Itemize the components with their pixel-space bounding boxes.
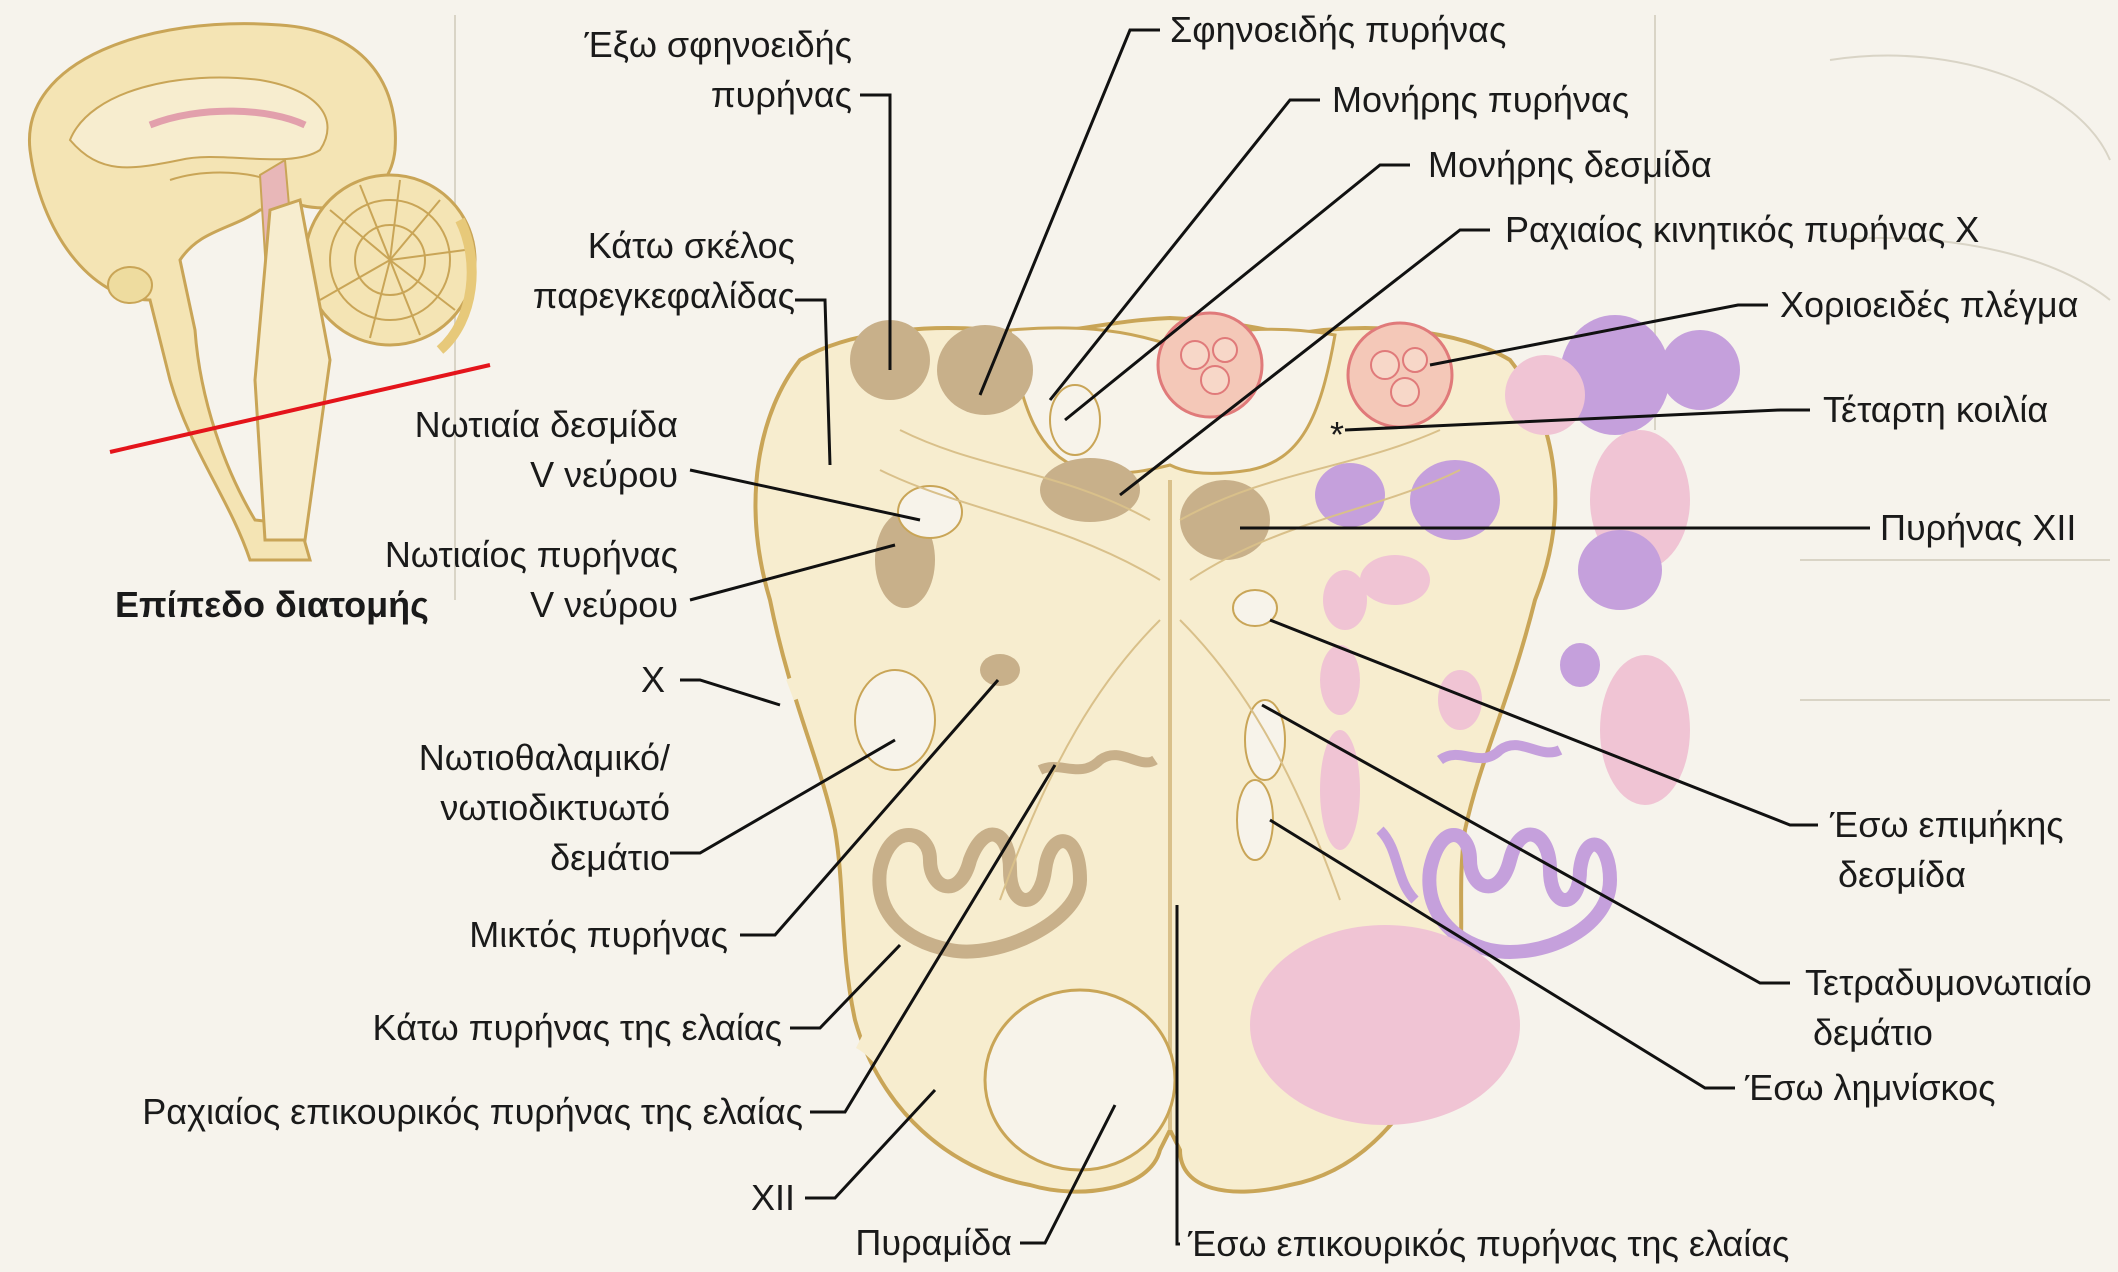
hypoglossal-nucleus: [1180, 480, 1270, 560]
label-choroid-plexus: Χοριοειδές πλέγμα: [1780, 284, 2078, 325]
label-inferior-olive: Κάτω πυρήνας της ελαίας: [373, 1007, 782, 1048]
label-dorsal-motor-nucleus: Ραχιαίος κινητικός πυρήνας X: [1505, 209, 1979, 250]
label-spinal-tract-v-2: V νεύρου: [530, 454, 678, 495]
label-medial-lemniscus: Έσω λημνίσκος: [1744, 1067, 1995, 1108]
inset-caption: Επίπεδο διατομής: [115, 584, 429, 625]
label-medial-accessory-olive: Έσω επικουρικός πυρήνας της ελαίας: [1187, 1223, 1789, 1264]
label-lateral-cuneate-2: πυρήνας: [711, 74, 852, 115]
label-solitary-nucleus: Μονήρης πυρήνας: [1332, 79, 1629, 120]
label-fourth-ventricle: Τέταρτη κοιλία: [1823, 389, 2048, 430]
label-mlf-1: Έσω επιμήκης: [1829, 804, 2064, 845]
label-spinal-nucleus-v-2: V νεύρου: [530, 584, 678, 625]
label-hypoglossal-nucleus: Πυρήνας XII: [1880, 507, 2076, 548]
label-vagus-nerve: X: [641, 659, 665, 700]
label-cuneate-nucleus: Σφηνοειδής πυρήνας: [1170, 9, 1506, 50]
cuneate-nucleus: [937, 325, 1033, 415]
label-spinothalamic-1: Νωτιοθαλαμικό/: [419, 737, 670, 778]
label-solitary-tract: Μονήρης δεσμίδα: [1428, 144, 1712, 185]
nucleus-ambiguus: [980, 654, 1020, 686]
solitary-tract: [1050, 385, 1100, 455]
label-pyramid: Πυραμίδα: [855, 1222, 1012, 1263]
label-tectospinal-2: δεμάτιο: [1813, 1012, 1933, 1053]
label-mlf-2: δεσμίδα: [1838, 854, 1966, 895]
label-inferior-cerebellar-peduncle-2: παρεγκεφαλίδας: [533, 275, 795, 316]
label-spinal-nucleus-v-1: Νωτιαίος πυρήνας: [385, 534, 678, 575]
label-tectospinal-1: Τετραδυμονωτιαίο: [1805, 962, 2092, 1003]
pyramid-left: [985, 990, 1175, 1170]
label-dorsal-accessory-olive: Ραχιαίος επικουρικός πυρήνας της ελαίας: [142, 1091, 803, 1132]
label-lateral-cuneate-1: Έξω σφηνοειδής: [583, 24, 852, 65]
spinal-trigeminal-tract: [898, 486, 962, 538]
pyramid-right: [1250, 925, 1520, 1125]
label-inferior-cerebellar-peduncle-1: Κάτω σκέλος: [588, 225, 795, 266]
sagittal-brain-inset: [29, 24, 490, 560]
label-nucleus-ambiguus: Μικτός πυρήνας: [469, 914, 728, 955]
label-spinal-tract-v-1: Νωτιαία δεσμίδα: [415, 404, 678, 445]
label-spinothalamic-2: νωτιοδικτυωτό: [440, 787, 670, 828]
label-hypoglossal-nerve: XII: [751, 1177, 795, 1218]
medulla-section: [756, 313, 1740, 1192]
fourth-ventricle-marker: *: [1330, 414, 1344, 455]
label-spinothalamic-3: δεμάτιο: [550, 837, 670, 878]
